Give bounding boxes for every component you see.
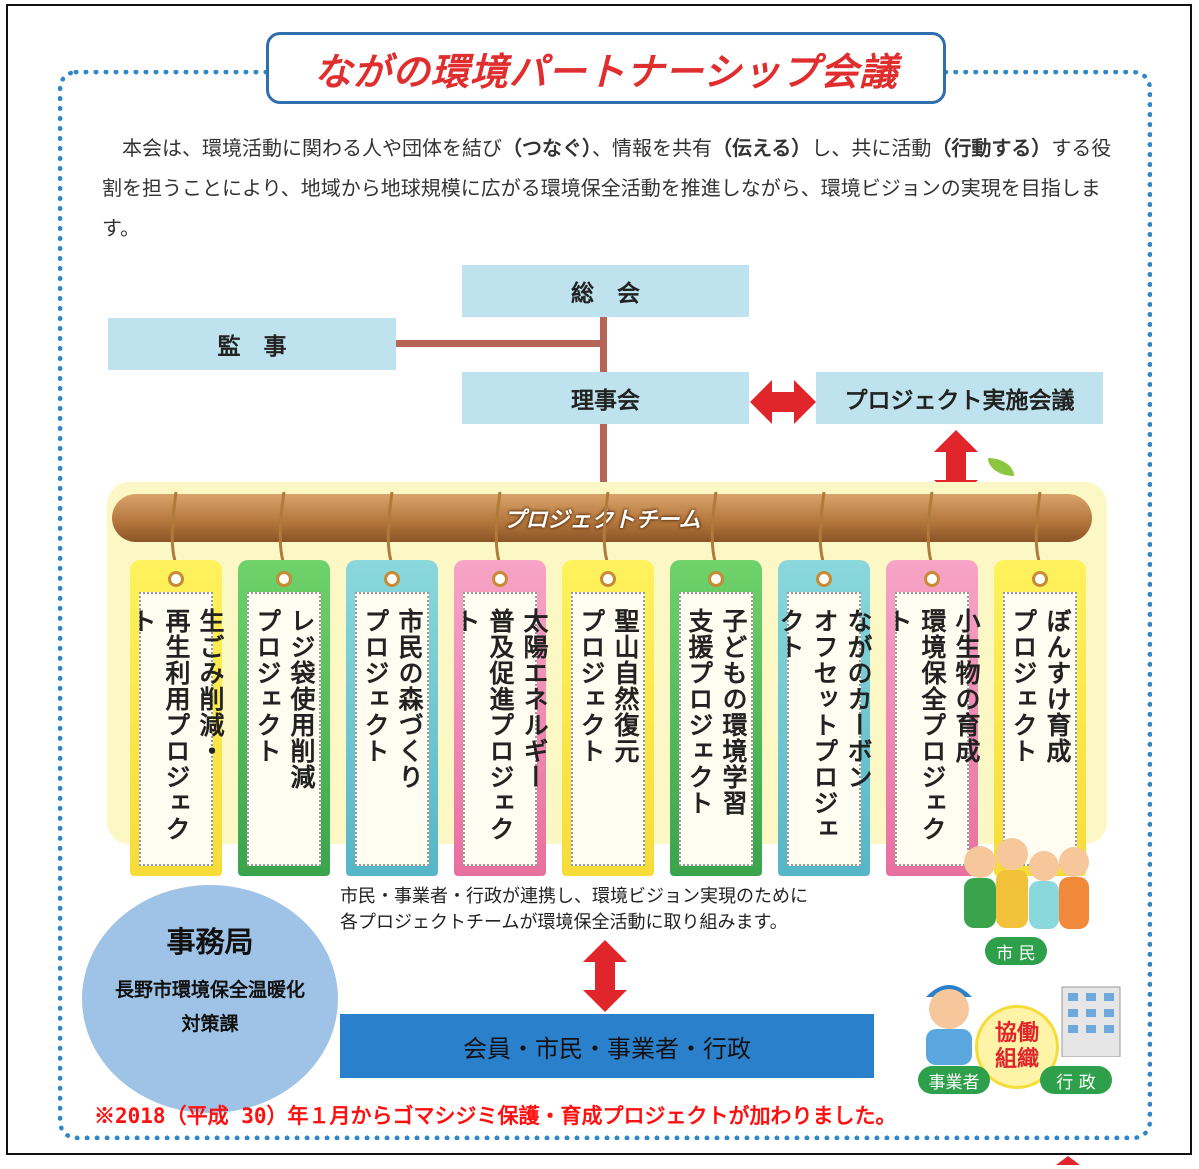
project-label: 生ごみ削減・ 再生利用プロジェクト (128, 608, 225, 842)
secretariat-heading: 事務局 (166, 925, 254, 959)
project-tag-1: 生ごみ削減・ 再生利用プロジェクト (128, 560, 225, 876)
auditor-box: 監 事 (108, 318, 396, 370)
project-label: ぼんすけ育成 プロジェクト (1009, 608, 1072, 764)
project-label: 聖山自然復元 プロジェクト (577, 608, 640, 764)
tag-inner: 市民の森づくり プロジェクト (355, 592, 429, 866)
citizens-badge-label: 市 民 (996, 943, 1036, 964)
project-label: 太陽エネルギー 普及促進プロジェクト (452, 608, 549, 842)
project-team-label: プロジェクトチーム (503, 508, 701, 533)
auditor-label: 監 事 (217, 334, 287, 360)
page-up-arrow-icon (1056, 1150, 1080, 1169)
tag-inner: ながのカーボン オフセットプロジェクト (776, 592, 873, 866)
footnote: ※2018（平成 30）年１月からゴマシジミ保護・育成プロジェクトが加わりました… (94, 1104, 897, 1128)
intro-text-1: 本会は、環境活動に関わる人や団体を結び (122, 136, 502, 160)
project-meeting-label: プロジェクト実施会議 (844, 388, 1075, 414)
project-tag-3: 市民の森づくり プロジェクト (346, 560, 438, 876)
tag-hole (600, 571, 616, 587)
project-meeting-box: プロジェクト実施会議 (816, 372, 1103, 424)
project-label: 子どもの環境学習 支援プロジェクト (685, 608, 748, 816)
members-label: 会員・市民・事業者・行政 (463, 1034, 751, 1063)
tag-hole (1032, 571, 1048, 587)
intro-keyword-act: （行動する） (931, 136, 1052, 160)
business-badge-label: 事業者 (928, 1072, 980, 1093)
secretariat-name: 長野市環境保全温暖化 対策課 (114, 979, 305, 1035)
tag-inner: 生ごみ削減・ 再生利用プロジェクト (128, 592, 225, 866)
project-tag-6: 子どもの環境学習 支援プロジェクト (670, 560, 762, 876)
collaboration-note: 市民・事業者・行政が連携し、環境ビジョン実現のために 各プロジェクトチームが環境… (340, 886, 808, 933)
secretariat-circle: 事務局 長野市環境保全温暖化 対策課 (82, 885, 338, 1113)
intro-text-2: 、情報を共有 (592, 136, 712, 160)
tag-inner: 子どもの環境学習 支援プロジェクト (679, 592, 753, 866)
project-label: 市民の森づくり プロジェクト (361, 608, 424, 790)
collaboration-center-label: 協働 組織 (994, 1021, 1039, 1072)
page-title: ながの環境パートナーシップ会議 (313, 49, 899, 94)
general-assembly-label: 総 会 (571, 281, 640, 307)
outer-frame (6, 4, 1192, 1155)
project-tag-7: ながのカーボン オフセットプロジェクト (776, 560, 873, 876)
tag-inner: 聖山自然復元 プロジェクト (571, 592, 645, 866)
tag-hole (708, 571, 724, 587)
project-label: 小生物の育成 環境保全プロジェクト (884, 608, 981, 842)
project-tag-5: 聖山自然復元 プロジェクト (562, 560, 654, 876)
project-tag-9: ぼんすけ育成 プロジェクト (994, 560, 1086, 876)
intro-keyword-connect: （つなぐ） (502, 136, 592, 160)
project-tag-2: レジ袋使用削減 プロジェクト (238, 560, 330, 876)
project-tag-8: 小生物の育成 環境保全プロジェクト (884, 560, 981, 876)
connector-board-team (600, 424, 607, 492)
tag-inner: レジ袋使用削減 プロジェクト (247, 592, 321, 866)
business-badge: 事業者 (918, 1066, 990, 1094)
general-assembly-box: 総 会 (462, 265, 749, 317)
project-label: ながのカーボン オフセットプロジェクト (776, 608, 873, 842)
board-meeting-arrow-icon (750, 380, 816, 424)
tag-hole (384, 571, 400, 587)
citizens-badge: 市 民 (985, 937, 1047, 965)
tag-inner: 小生物の育成 環境保全プロジェクト (884, 592, 981, 866)
board-label: 理事会 (571, 388, 640, 414)
tag-hole (924, 571, 940, 587)
title-box: ながの環境パートナーシップ会議 (266, 32, 946, 104)
intro-text-3: し、共に活動 (811, 136, 932, 160)
members-bar: 会員・市民・事業者・行政 (340, 1014, 874, 1078)
government-badge: 行 政 (1040, 1066, 1112, 1094)
government-badge-label: 行 政 (1056, 1072, 1096, 1093)
intro-text-4: する役割を担うことにより、地域から地球規模に広がる環境保全活動を推進しながら、環… (102, 136, 1112, 240)
tag-hole (816, 571, 832, 587)
building-illustration-icon (1060, 985, 1122, 1058)
citizens-illustration-icon (950, 832, 1100, 942)
tag-hole (492, 571, 508, 587)
tag-hole (276, 571, 292, 587)
board-box: 理事会 (462, 372, 749, 424)
tag-hole (168, 571, 184, 587)
connector-auditor (396, 340, 606, 347)
tag-inner: 太陽エネルギー 普及促進プロジェクト (452, 592, 549, 866)
intro-keyword-share: （伝える） (712, 136, 812, 160)
intro-paragraph: 本会は、環境活動に関わる人や団体を結び（つなぐ）、情報を共有（伝える）し、共に活… (102, 128, 1114, 248)
project-label: レジ袋使用削減 プロジェクト (253, 608, 316, 790)
team-members-arrow-icon (583, 940, 627, 1012)
worker-illustration-icon (914, 975, 984, 1065)
tag-inner: ぼんすけ育成 プロジェクト (1003, 592, 1077, 866)
project-tag-4: 太陽エネルギー 普及促進プロジェクト (452, 560, 549, 876)
